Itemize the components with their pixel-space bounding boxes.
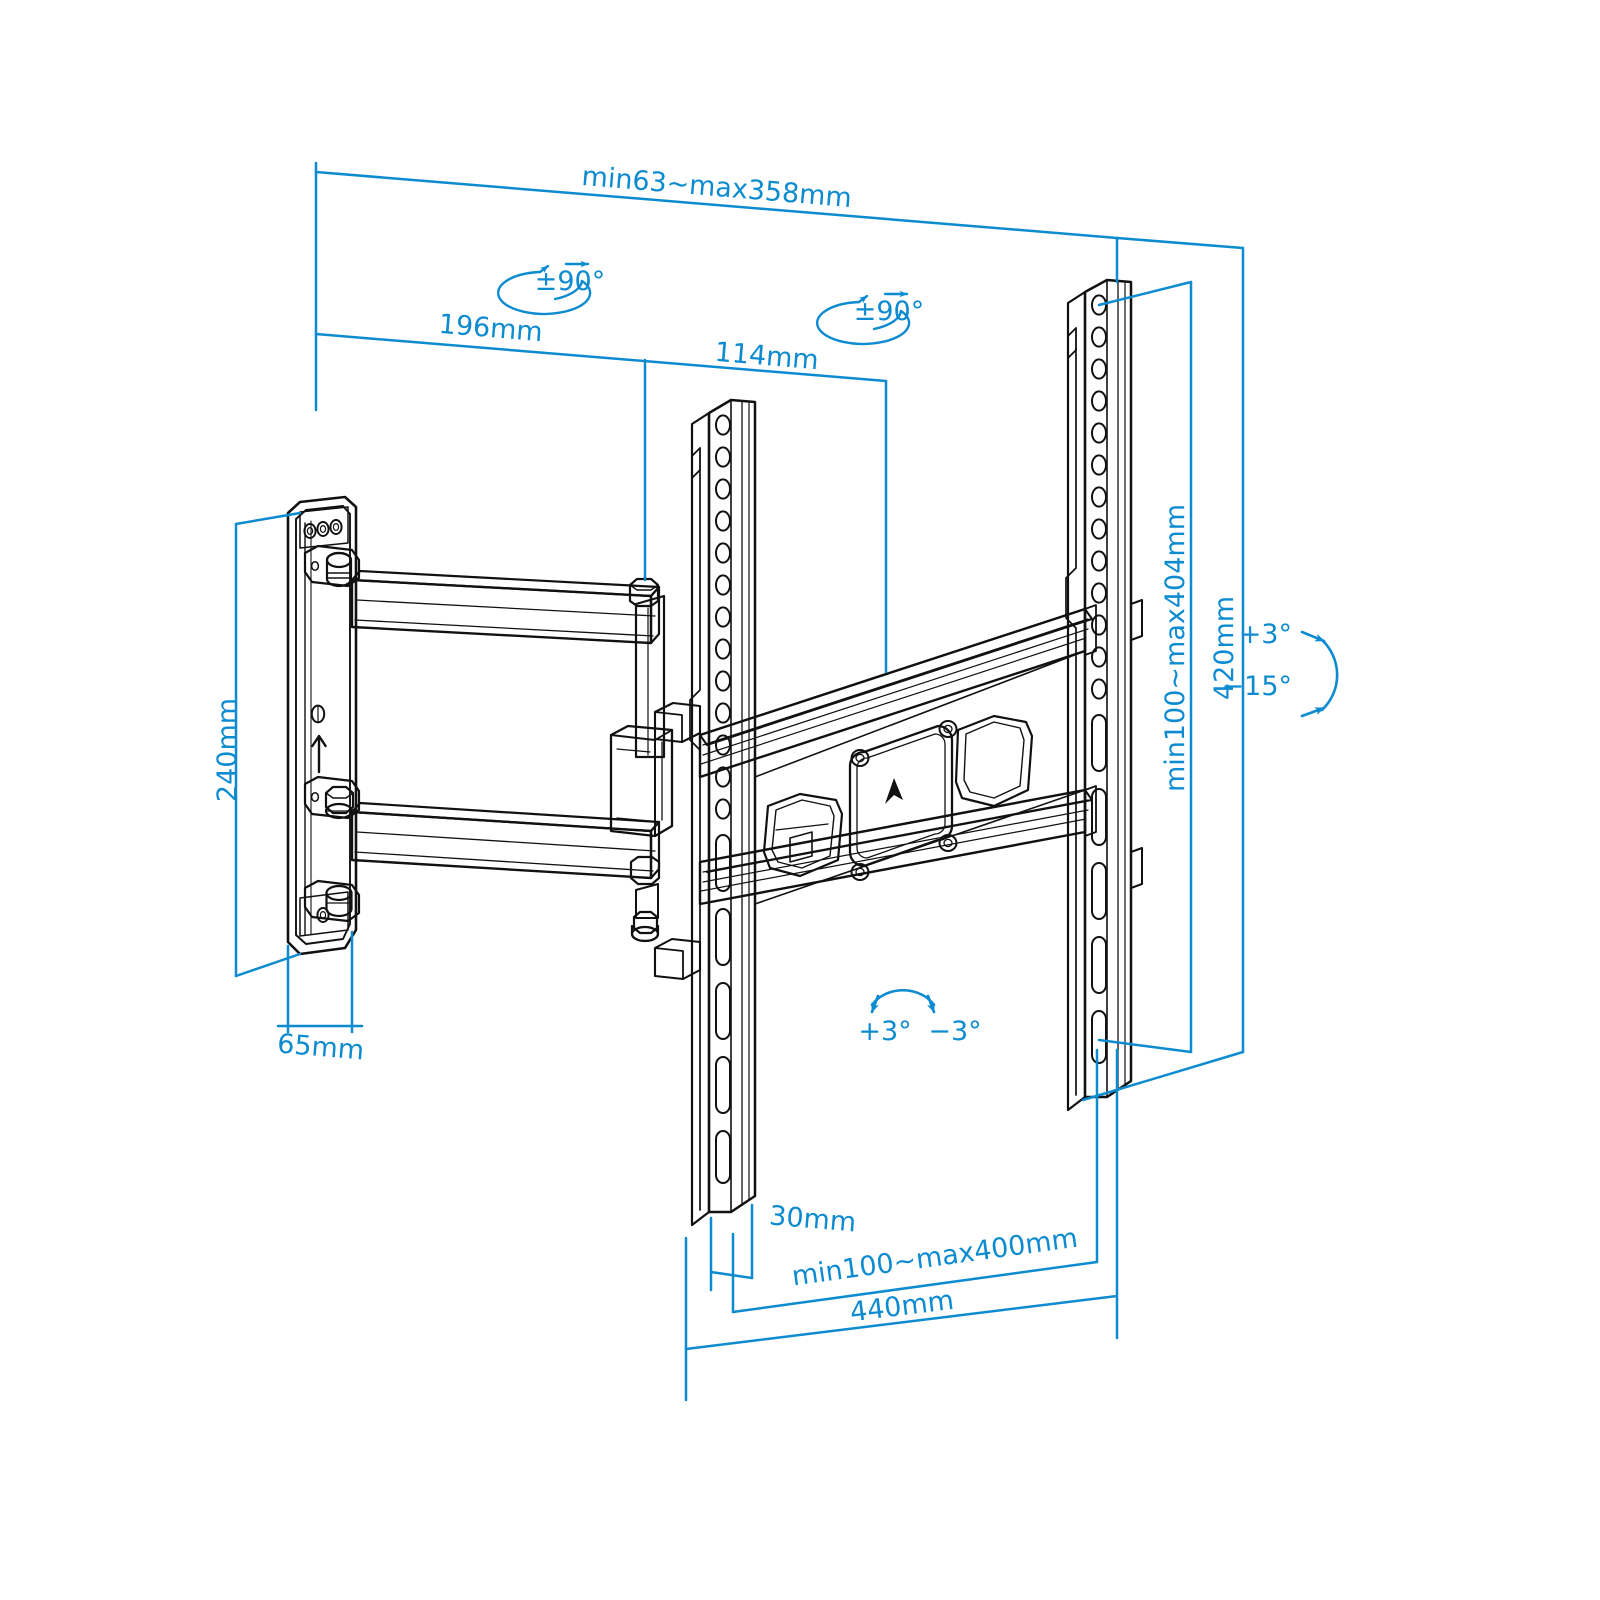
dim-rail-width-range [731, 1048, 1099, 1314]
label-swivel-1: ±90° [535, 266, 605, 297]
dim-rail-heights [1081, 1038, 1245, 1102]
label-wall-plate-height: 240mm [212, 698, 243, 802]
label-roll-left: +3° [858, 1016, 911, 1047]
swivel-rotation-icon-1 [496, 260, 592, 316]
roll-arc-icon [870, 989, 936, 1014]
label-tilt-up: +3° [1239, 619, 1292, 650]
left-vertical-rail [689, 398, 757, 1227]
right-rail-slots [1091, 714, 1107, 1064]
label-arm-segment-1: 196mm [438, 309, 544, 348]
swivel-rotation-icon-2 [815, 290, 911, 346]
dim-rail-depth [709, 1203, 754, 1292]
label-swivel-2: ±90° [854, 296, 924, 327]
centre-swivel-block [609, 701, 702, 981]
dimension-annotation-layer [234, 161, 1339, 1402]
label-arm-segment-2: 114mm [714, 337, 820, 376]
right-rail-holes [1091, 294, 1107, 700]
lower-arm [350, 801, 661, 943]
leader-rail-top [1097, 236, 1245, 1054]
mount-mechanical-artwork [286, 278, 1143, 1227]
dim-extension-total [314, 161, 1119, 412]
tilt-arc-icon [1300, 630, 1339, 718]
label-roll-right: −3° [928, 1016, 981, 1047]
label-rail-depth: 30mm [768, 1201, 857, 1239]
horizontal-cross-member [698, 604, 1097, 906]
right-vertical-rail [1065, 278, 1143, 1112]
left-rail-slots [715, 834, 731, 1184]
wall-plate [286, 495, 358, 956]
dim-wall-plate-height [234, 511, 302, 978]
dim-rail-width-total [684, 1048, 1119, 1402]
label-rail-height-range: min100~max404mm [1160, 504, 1191, 792]
wall-plate-hinges [303, 544, 361, 923]
label-tilt-down: −15° [1222, 671, 1292, 702]
label-rail-height-total: 420mm [1209, 596, 1240, 700]
dim-wall-plate-width [276, 930, 364, 1034]
up-arrow-marking-plate [885, 778, 903, 804]
dimension-text-layer: min63~max358mm 196mm 114mm 240mm 65mm mi… [212, 161, 1292, 1328]
label-rail-width-total: 440mm [848, 1285, 955, 1328]
upper-arm [350, 569, 666, 759]
left-rail-holes [715, 414, 731, 820]
dim-arm-segments [314, 332, 888, 674]
up-arrow-marking-wallplate [311, 734, 327, 774]
label-wall-plate-width: 65mm [276, 1029, 365, 1067]
